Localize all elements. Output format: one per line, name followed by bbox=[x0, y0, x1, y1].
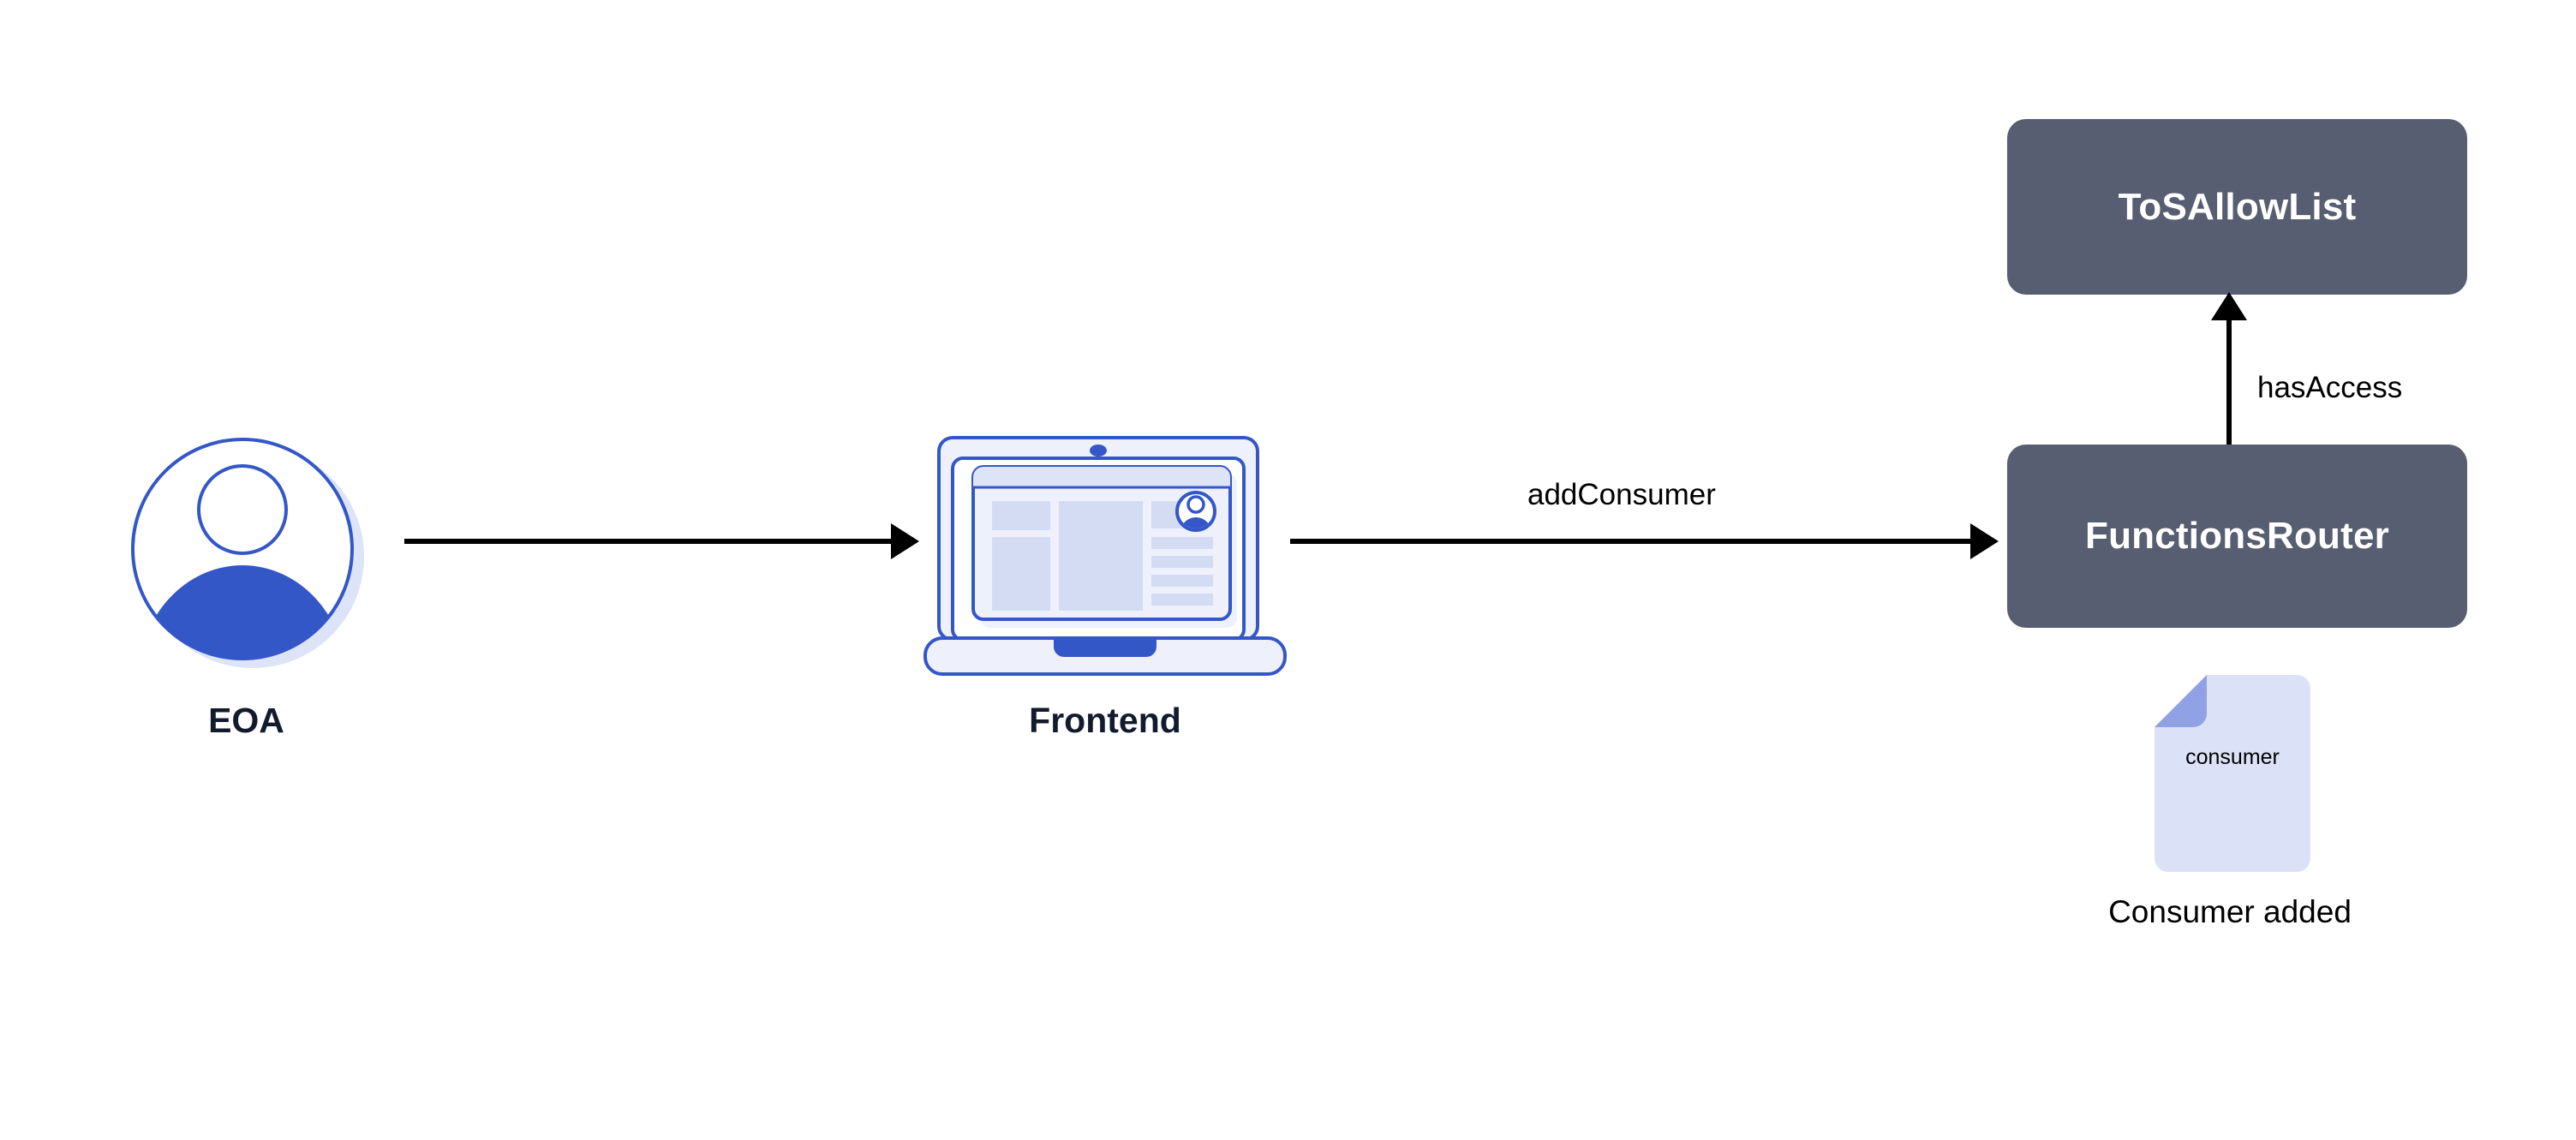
eoa-label: EOA bbox=[208, 701, 284, 740]
consumer-document-node[interactable]: consumer bbox=[2153, 673, 2312, 874]
document-file-icon bbox=[2155, 675, 2310, 872]
consumer-added-caption: Consumer added bbox=[2108, 894, 2352, 929]
laptop-icon bbox=[923, 436, 1287, 676]
arrow-head-up-icon bbox=[2211, 292, 2247, 320]
consumer-document-inner-label: consumer bbox=[2185, 745, 2280, 769]
frontend-label: Frontend bbox=[1029, 701, 1181, 740]
arrow-head-right-icon bbox=[891, 523, 919, 559]
arrow-line bbox=[1290, 539, 1975, 544]
frontend-node[interactable] bbox=[923, 433, 1287, 681]
eoa-node[interactable] bbox=[116, 424, 377, 681]
arrow-line bbox=[404, 539, 898, 544]
edge-label-add-consumer: addConsumer bbox=[1527, 478, 1716, 511]
functions-router-label: FunctionsRouter bbox=[2085, 515, 2389, 557]
functions-router-node[interactable]: FunctionsRouter bbox=[2007, 445, 2467, 628]
edge-label-has-access: hasAccess bbox=[2257, 371, 2403, 404]
tos-allow-list-label: ToSAllowList bbox=[2118, 185, 2357, 228]
arrow-line bbox=[2226, 317, 2232, 447]
tos-allow-list-node[interactable]: ToSAllowList bbox=[2007, 119, 2467, 295]
arrow-head-right-icon bbox=[1970, 523, 1999, 559]
user-avatar-icon bbox=[131, 438, 364, 668]
